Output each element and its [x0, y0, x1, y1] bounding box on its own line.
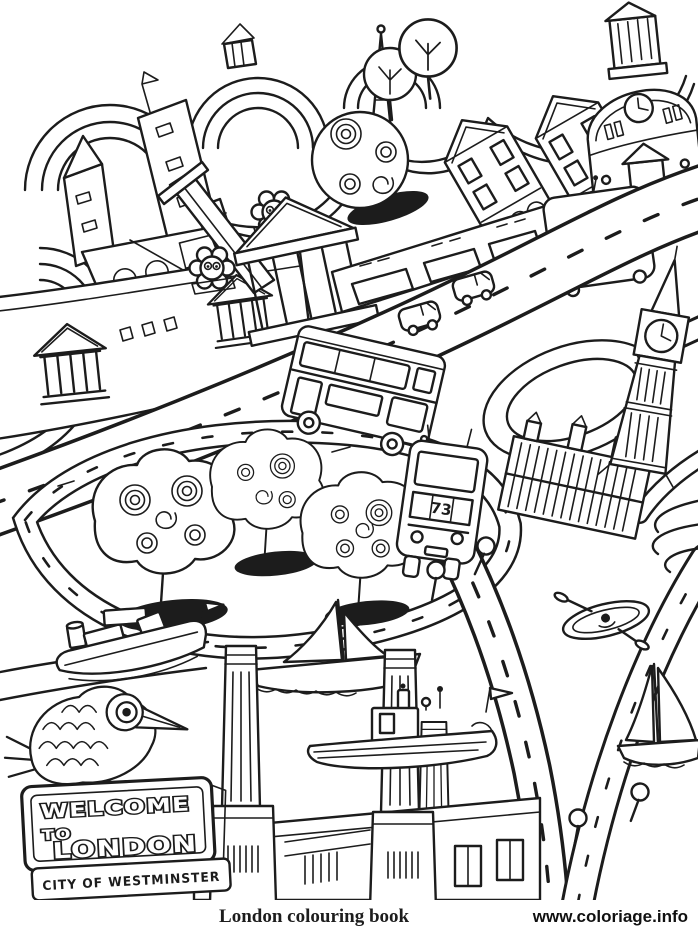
page-caption: London colouring book: [219, 906, 410, 927]
park-swirl-tree: [209, 428, 325, 577]
lion-statue: [188, 246, 236, 295]
rowing-boat: [553, 591, 651, 651]
sailboat: [616, 662, 698, 769]
double-decker-bus-side: [280, 325, 447, 457]
lamppost: [426, 560, 446, 602]
cargo-boat: [55, 601, 225, 682]
swirl-ball-tree: [310, 110, 429, 226]
sign-line-to: TO: [41, 827, 72, 845]
pigeon: [3, 685, 189, 799]
pedestal: [368, 810, 438, 910]
lamppost: [625, 780, 652, 825]
double-decker-bus-front: 73: [395, 424, 489, 581]
welcome-sign: WELCOME TO LONDON CITY OF WESTMINSTER: [20, 776, 232, 902]
bus-route-number: 73: [430, 499, 453, 520]
bridge-road: [435, 525, 572, 935]
site-watermark: www.coloriage.info: [532, 907, 688, 926]
bird-wing: [651, 499, 698, 574]
caption-bar: London colouring book www.coloriage.info: [0, 900, 698, 935]
tug-boat: [306, 683, 514, 770]
chimney: [220, 644, 262, 810]
big-ben: [597, 245, 691, 489]
battersea-power-station: [192, 644, 542, 910]
